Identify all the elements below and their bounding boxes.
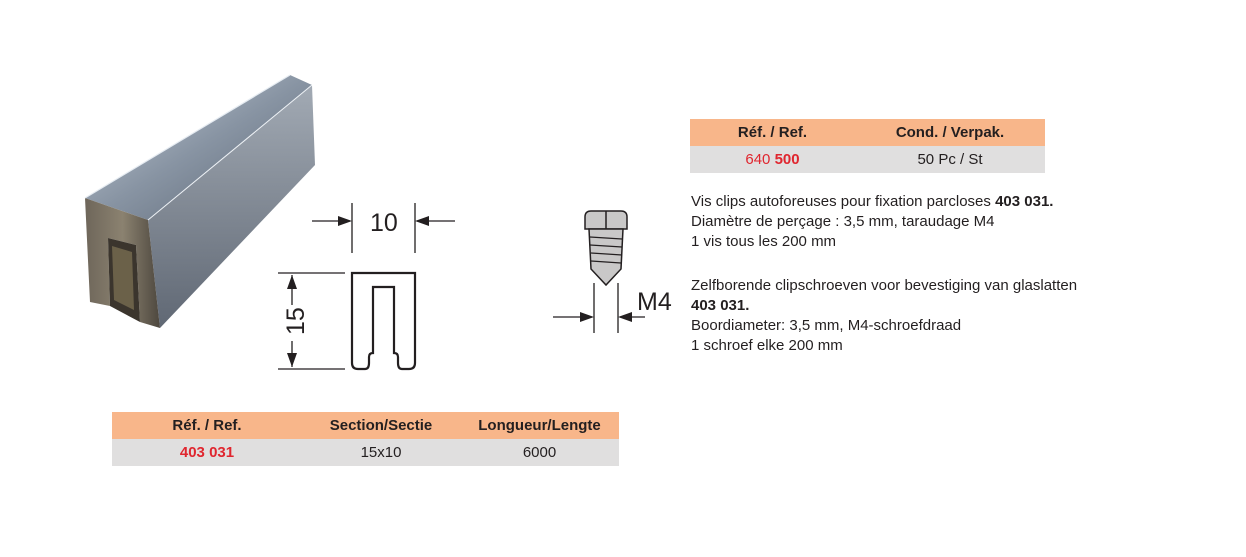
header-section: Section/Sectie [302,412,460,439]
desc-fr-line1: Vis clips autoforeuses pour fixation par… [691,192,1211,212]
desc-nl-line3: Boordiameter: 3,5 mm, M4-schroefdraad [691,317,962,334]
desc-fr-ref: 403 031. [995,193,1054,210]
desc-nl-line1: Zelfborende clipschroeven voor bevestigi… [691,277,1078,294]
clip-ref-suffix: 500 [774,151,800,168]
header-ref: Réf. / Ref. [112,412,302,439]
desc-fr-line2: Diamètre de perçage : 3,5 mm, taraudage … [691,213,995,230]
clip-cond: 50 Pc / St [855,146,1045,173]
profile-ref: 403 031 [112,439,302,466]
profile-table: Réf. / Ref. Section/Sectie Longueur/Leng… [112,412,619,466]
screw-body [588,228,624,287]
clip-ref-prefix: 640 [745,151,771,168]
clip-ref: 640 500 [690,146,855,173]
height-label: 15 [282,307,310,335]
screw-size-label: M4 [637,288,672,316]
clip-table: Réf. / Ref. Cond. / Verpak. 640 500 50 P… [690,119,1045,173]
table-row: 640 500 50 Pc / St [690,146,1045,173]
width-label: 10 [370,209,398,237]
description-nl: Zelfborende clipschroeven voor bevestigi… [691,276,1211,356]
description-fr: Vis clips autoforeuses pour fixation par… [691,192,1211,252]
desc-nl-line4: 1 schroef elke 200 mm [691,337,843,354]
profile-length: 6000 [460,439,619,466]
profile-photo [84,74,315,328]
profile-section-drawing: 10 15 [278,203,455,371]
profile-table-header: Réf. / Ref. Section/Sectie Longueur/Leng… [112,412,619,439]
header-length: Longueur/Lengte [460,412,619,439]
screw-drawing: M4 [553,210,672,333]
desc-nl-ref: 403 031. [691,297,750,314]
desc-fr-line3: 1 vis tous les 200 mm [691,233,837,250]
header-cond: Cond. / Verpak. [855,119,1045,146]
clip-table-header: Réf. / Ref. Cond. / Verpak. [690,119,1045,146]
u-profile-outline [350,271,417,371]
header-ref: Réf. / Ref. [690,119,855,146]
desc-nl-line2: 403 031. [691,296,1211,316]
table-row: 403 031 15x10 6000 [112,439,619,466]
desc-fr-line1-text: Vis clips autoforeuses pour fixation par… [691,193,996,210]
profile-section: 15x10 [302,439,460,466]
